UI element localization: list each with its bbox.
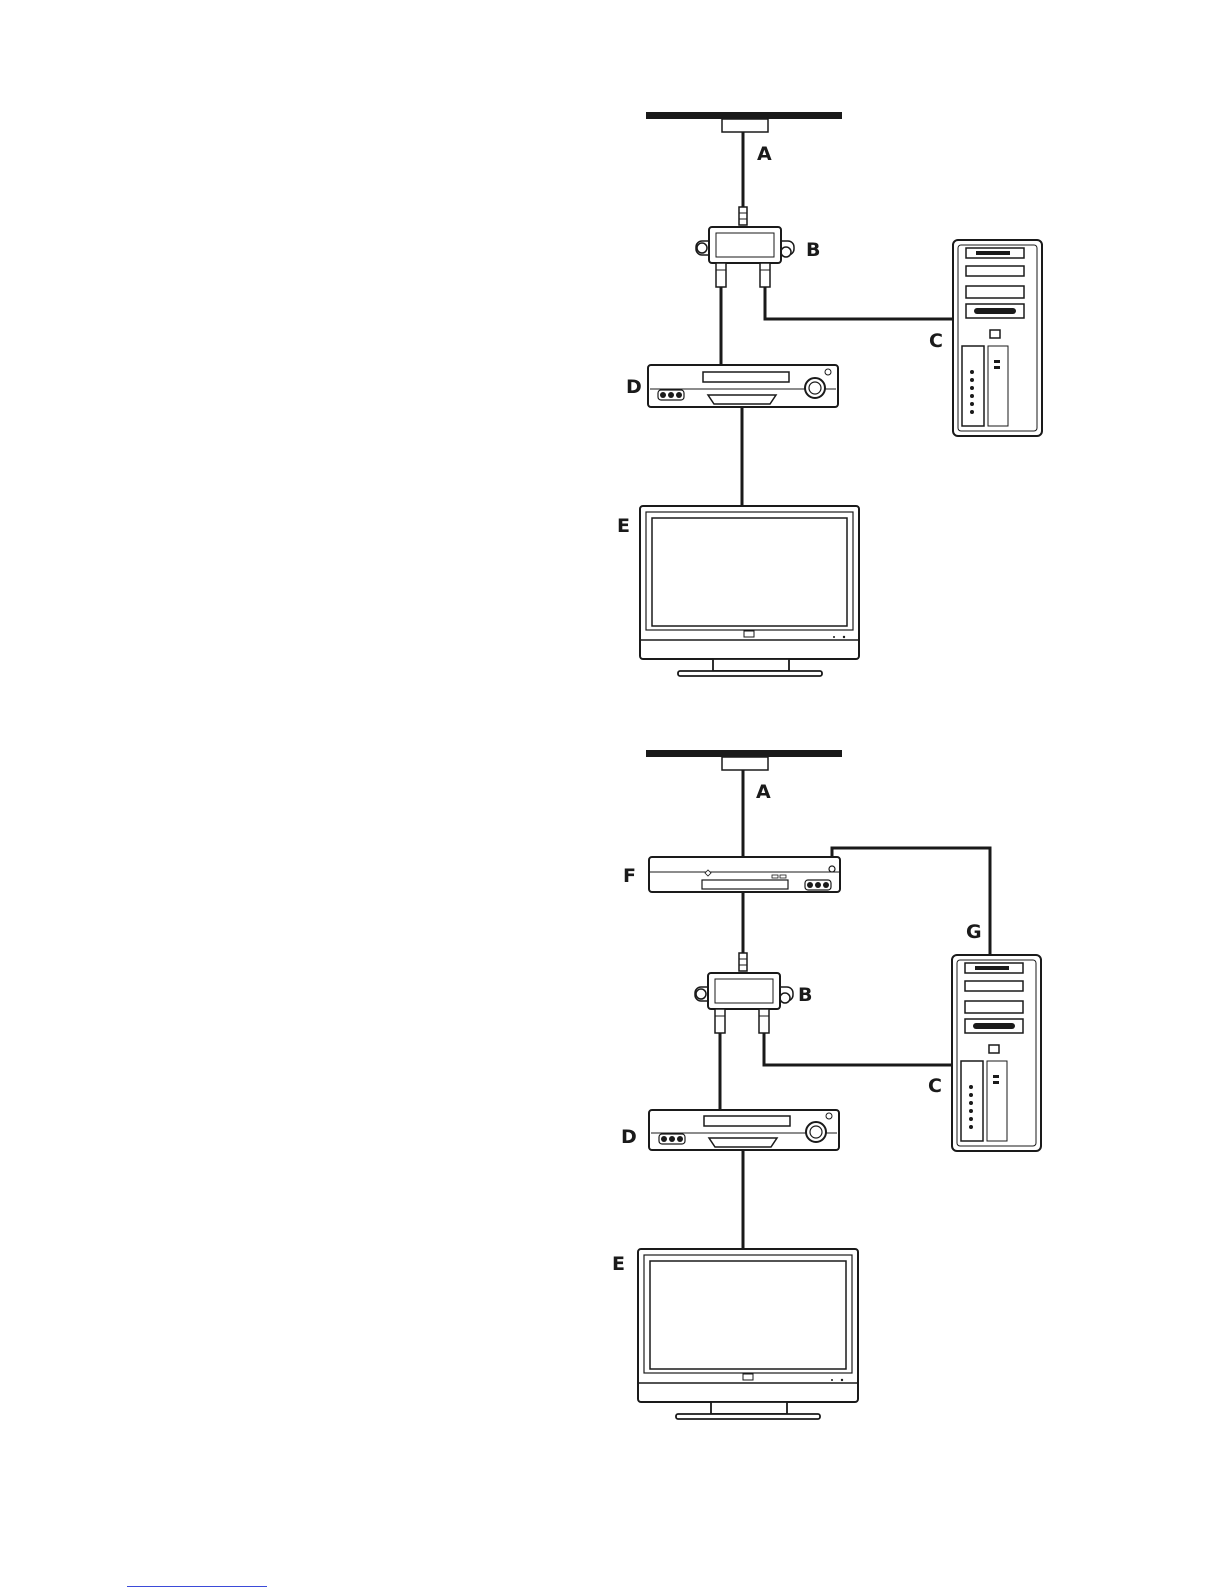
settop-box-f (649, 857, 840, 892)
label-e: E (617, 515, 630, 537)
label-a: A (756, 781, 771, 803)
label-b: B (806, 239, 820, 261)
vcr-d (649, 1110, 839, 1150)
label-d: D (626, 376, 642, 398)
television-e (638, 1249, 858, 1419)
cable-splitter-to-computer (764, 1033, 953, 1065)
wall-outlet-a (646, 750, 842, 770)
label-g: G (966, 921, 982, 943)
splitter-b (696, 207, 794, 287)
wall-outlet-a (646, 112, 842, 132)
cable-splitter-to-computer (765, 287, 954, 319)
label-c: C (928, 1075, 942, 1097)
label-d: D (621, 1126, 637, 1148)
diagram-2: A G F (612, 750, 1041, 1419)
label-a: A (757, 143, 772, 165)
television-e (640, 506, 859, 676)
label-c: C (929, 330, 943, 352)
label-f: F (623, 865, 636, 887)
splitter-b (695, 953, 793, 1033)
label-b: B (798, 984, 812, 1006)
label-e: E (612, 1253, 625, 1275)
computer-tower-c (952, 955, 1041, 1151)
diagram-1: A B (617, 112, 1042, 676)
vcr-d (648, 365, 838, 407)
computer-tower-c (953, 240, 1042, 436)
